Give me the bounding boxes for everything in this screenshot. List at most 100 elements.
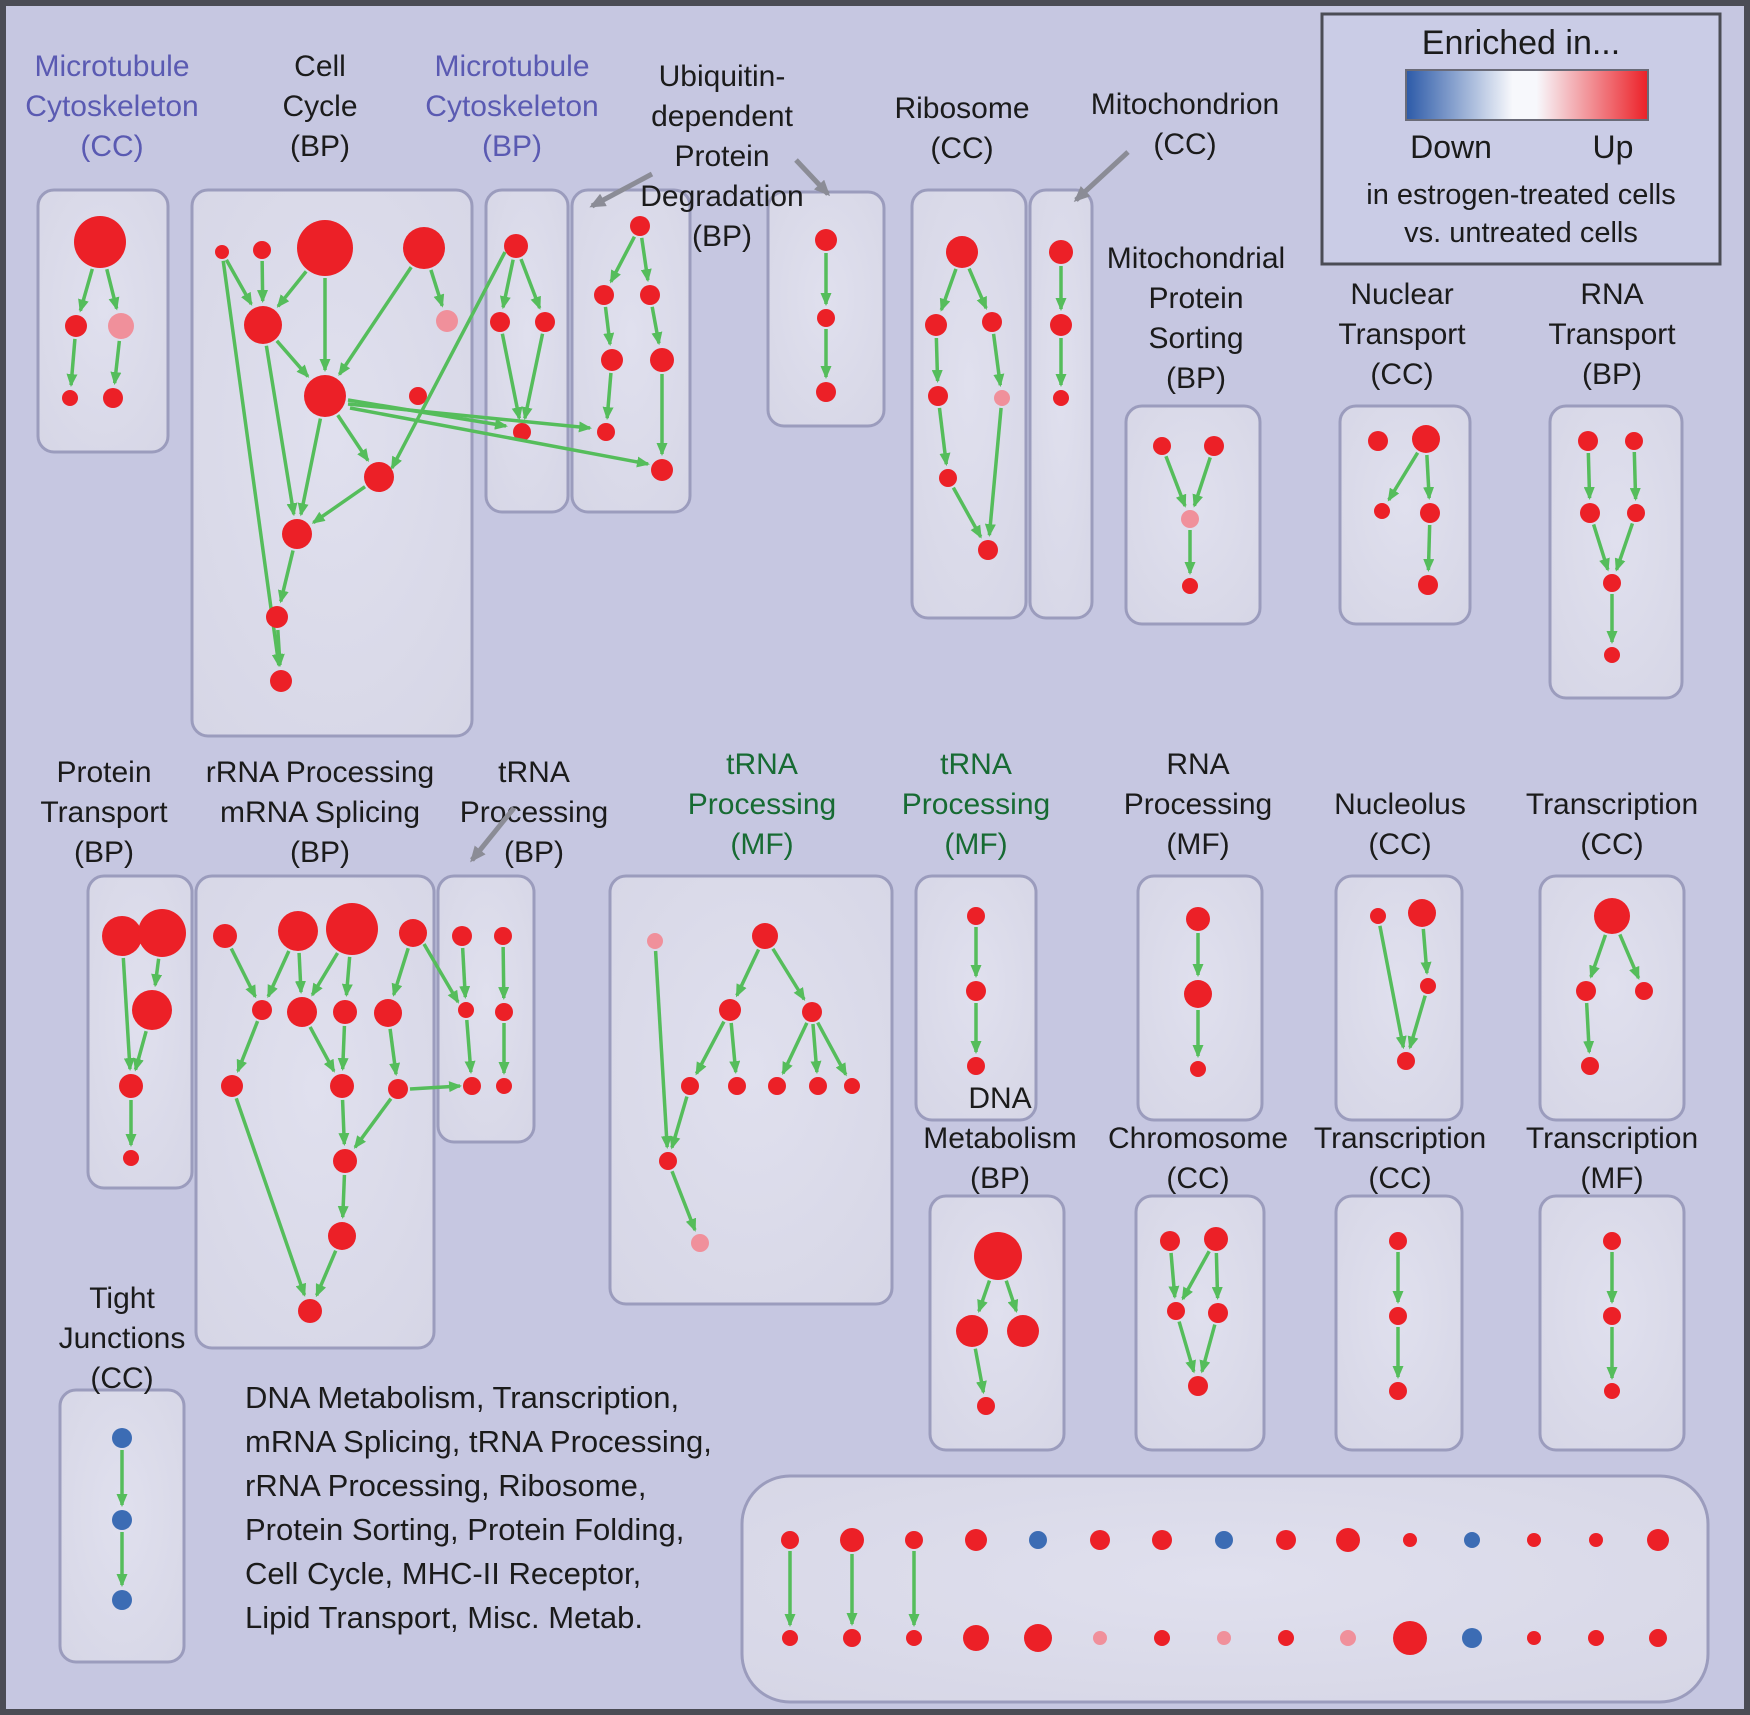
label-ubiquitin-degradation-bp-line-3: Degradation	[640, 180, 803, 213]
go-term-node	[977, 1397, 995, 1415]
label-transcription-cc-lower-line-1: (CC)	[1368, 1162, 1431, 1195]
go-term-node	[65, 315, 87, 337]
edge-arrow	[277, 550, 295, 604]
edge-arrow	[1211, 1252, 1223, 1301]
cluster-cell-cycle-bp	[190, 188, 474, 738]
go-term-node	[496, 1078, 512, 1094]
go-term-node	[1007, 1315, 1039, 1347]
go-term-node	[1160, 1231, 1180, 1251]
label-ubiquitin-degradation-bp-line-1: dependent	[651, 100, 793, 133]
cluster-box	[1334, 874, 1464, 1122]
edge-arrow	[297, 418, 323, 517]
cluster-dna-metabolism-bp	[928, 1194, 1066, 1452]
edge-arrow	[1583, 1002, 1595, 1055]
label-trna-processing-mf-1-line-2: (MF)	[730, 828, 793, 861]
go-term-node	[399, 919, 427, 947]
go-term-node	[1154, 1630, 1170, 1646]
label-rna-processing-mf-line-0: RNA	[1166, 748, 1229, 781]
edge-arrow	[464, 1019, 476, 1075]
edge-arrow	[603, 306, 615, 347]
cluster-box	[1548, 404, 1684, 700]
cluster-rna-transport-bp	[1548, 404, 1684, 700]
go-term-node	[994, 390, 1010, 406]
go-term-node	[1024, 1624, 1052, 1652]
cluster-rna-processing-mf	[1136, 874, 1264, 1122]
edge-arrow	[499, 259, 515, 310]
go-term-node	[719, 999, 741, 1021]
go-term-node	[647, 933, 663, 949]
label-ubiquitin-degradation-bp-line-0: Ubiquitin-	[659, 60, 786, 93]
edge-arrow	[967, 267, 988, 311]
cluster-box	[436, 874, 536, 1144]
edge-arrow	[1164, 455, 1187, 508]
edge-arrow	[810, 1023, 822, 1075]
go-term-node	[1374, 503, 1390, 519]
label-dna-metabolism-bp-line-2: (BP)	[970, 1162, 1030, 1195]
label-mitochondrion-cc-line-0: Mitochondrion	[1091, 88, 1279, 121]
go-term-node	[1603, 1232, 1621, 1250]
go-term-node	[802, 1002, 822, 1022]
go-term-node	[1204, 436, 1224, 456]
go-term-node	[463, 1077, 481, 1095]
go-term-node	[213, 924, 237, 948]
legend-gradient-colorbar	[1405, 69, 1649, 121]
cluster-box	[1338, 404, 1472, 626]
edge-arrow	[984, 407, 1003, 538]
go-term-node	[1464, 1532, 1480, 1548]
misc-categories-text-line-0: DNA Metabolism, Transcription,	[245, 1380, 679, 1415]
edge-arrow	[105, 268, 120, 311]
go-term-node	[1049, 240, 1073, 264]
go-term-node	[436, 310, 458, 332]
go-term-node	[1188, 1376, 1208, 1396]
cluster-protein-transport-bp	[86, 874, 194, 1190]
cluster-nucleolus-cc	[1334, 874, 1464, 1122]
cross-cluster-edge-arrow	[349, 406, 650, 468]
go-term-node	[112, 1590, 132, 1610]
label-transcription-mf-line-0: Transcription	[1526, 1122, 1698, 1155]
edge-arrow	[735, 948, 761, 998]
edge-arrow	[669, 1096, 689, 1150]
go-term-node	[967, 907, 985, 925]
edge-arrow	[1177, 1321, 1196, 1374]
label-protein-transport-bp-line-0: Protein	[56, 756, 151, 789]
edge-arrow	[653, 950, 673, 1150]
cluster-transcription-cc-lower	[1334, 1194, 1464, 1452]
go-term-node	[1152, 1530, 1172, 1550]
edge-arrow	[816, 1021, 848, 1077]
go-term-node	[1336, 1528, 1360, 1552]
go-term-node	[1588, 1630, 1604, 1646]
go-term-node	[967, 1057, 985, 1075]
edge-arrow	[1629, 451, 1641, 502]
go-term-node	[1393, 1621, 1427, 1655]
edge-arrow	[1423, 524, 1435, 573]
go-term-node	[1603, 1307, 1621, 1325]
label-rrna-processing-mrna-splicing-bp-line-2: (BP)	[290, 836, 350, 869]
go-term-node	[102, 916, 142, 956]
label-nuclear-transport-cc-line-2: (CC)	[1370, 358, 1433, 391]
label-protein-transport-bp-line-1: Transport	[40, 796, 168, 829]
go-term-node	[215, 245, 229, 259]
label-nuclear-transport-cc-line-0: Nuclear	[1350, 278, 1453, 311]
edge-arrow	[729, 1022, 741, 1075]
label-tight-junctions-cc-line-0: Tight	[89, 1282, 155, 1315]
edge-arrow	[429, 269, 445, 308]
edge-arrow	[151, 958, 163, 988]
label-microtubule-cytoskeleton-bp-line-2: (BP)	[482, 130, 542, 163]
edge-arrow	[937, 407, 951, 467]
label-tight-junctions-cc-line-1: Junctions	[59, 1322, 186, 1355]
label-ubiquitin-degradation-bp-line-4: (BP)	[692, 220, 752, 253]
edge-arrow	[311, 485, 367, 525]
edge-arrow	[1583, 452, 1595, 501]
go-term-node	[1420, 503, 1440, 523]
go-term-node	[103, 388, 123, 408]
cluster-box	[928, 1194, 1066, 1452]
edge-arrow	[609, 235, 637, 284]
label-trna-processing-bp-line-1: Processing	[460, 796, 608, 829]
edge-arrow	[264, 345, 298, 517]
go-term-node	[1635, 982, 1653, 1000]
edge-arrow	[521, 333, 545, 421]
go-term-node	[905, 1531, 923, 1549]
label-transcription-cc-upper-line-0: Transcription	[1526, 788, 1698, 821]
go-term-node	[1050, 314, 1072, 336]
go-term-node	[816, 382, 836, 402]
